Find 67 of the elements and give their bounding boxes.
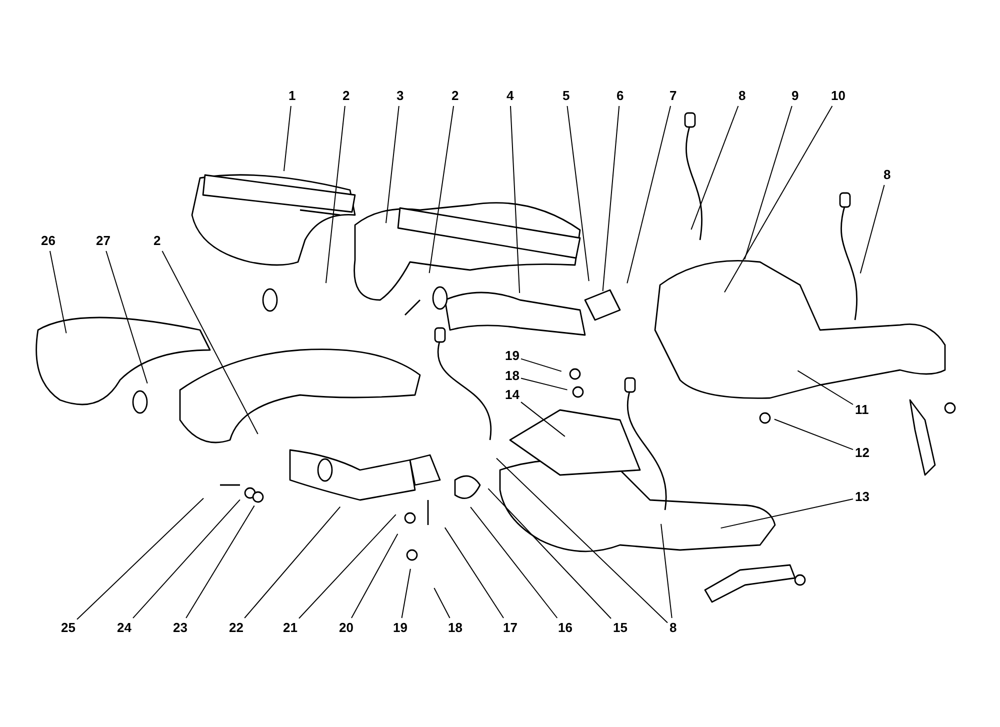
callout-number: 7: [670, 88, 677, 104]
leader-line: [162, 250, 258, 435]
callout-number: 3: [396, 88, 404, 104]
callout-number: 12: [855, 445, 870, 461]
leader-line: [690, 106, 739, 230]
callout-number: 20: [339, 620, 354, 636]
callout-number: 16: [558, 620, 572, 636]
callout-number: 1: [288, 88, 296, 104]
leader-line: [860, 184, 885, 274]
callout-number: 8: [738, 88, 746, 104]
leader-line: [797, 370, 854, 405]
callout-number: 26: [41, 233, 56, 249]
callout-number: 6: [616, 88, 624, 104]
leader-line: [283, 106, 292, 172]
leader-line: [49, 250, 67, 334]
callout-number: 2: [452, 88, 459, 104]
leader-line: [351, 533, 398, 618]
callout-number: 8: [884, 167, 891, 183]
callout-number: 18: [448, 620, 462, 636]
callout-number: 10: [831, 88, 846, 104]
callout-number: 2: [342, 88, 350, 104]
leader-line: [76, 498, 204, 620]
leader-line: [566, 106, 590, 282]
leader-line: [626, 106, 672, 284]
leader-line: [520, 402, 566, 437]
callout-number: 27: [96, 233, 110, 249]
leader-line: [470, 506, 558, 618]
callout-number: 19: [505, 348, 520, 364]
leader-line: [774, 418, 854, 450]
leader-line: [132, 499, 240, 619]
leader-line: [744, 106, 792, 260]
callout-number: 11: [855, 402, 869, 418]
leader-line: [186, 505, 255, 618]
callout-number: 15: [613, 620, 628, 636]
leader-line: [510, 106, 520, 294]
callout-number: 24: [117, 620, 132, 636]
leader-line: [385, 106, 400, 224]
leader-line: [428, 106, 454, 274]
callout-number: 8: [670, 620, 677, 636]
leader-line: [444, 527, 504, 618]
callout-number: 14: [505, 387, 520, 403]
leader-line: [496, 458, 668, 624]
leader-line: [602, 106, 620, 292]
leader-line: [720, 498, 854, 529]
callout-number: 17: [503, 620, 518, 636]
callout-number: 23: [173, 620, 188, 636]
leader-line: [244, 506, 341, 618]
leader-line: [488, 488, 612, 619]
callout-number: 19: [393, 620, 408, 636]
callout-number: 25: [61, 620, 76, 636]
leader-line: [298, 514, 396, 619]
leader-line: [401, 568, 411, 618]
callout-number: 13: [855, 489, 870, 505]
callout-number: 18: [505, 368, 520, 384]
leader-line: [434, 587, 450, 618]
callout-number: 2: [154, 233, 161, 249]
leader-line: [520, 358, 562, 372]
leader-line: [724, 106, 833, 293]
callout-number: 22: [229, 620, 244, 636]
callout-number: 9: [792, 88, 799, 104]
leader-line: [106, 250, 148, 384]
callout-number: 5: [562, 88, 570, 104]
leader-line: [325, 106, 346, 284]
leader-line: [660, 523, 672, 618]
callout-number: 21: [283, 620, 298, 636]
leader-line: [520, 378, 568, 390]
callout-number: 4: [506, 88, 514, 104]
